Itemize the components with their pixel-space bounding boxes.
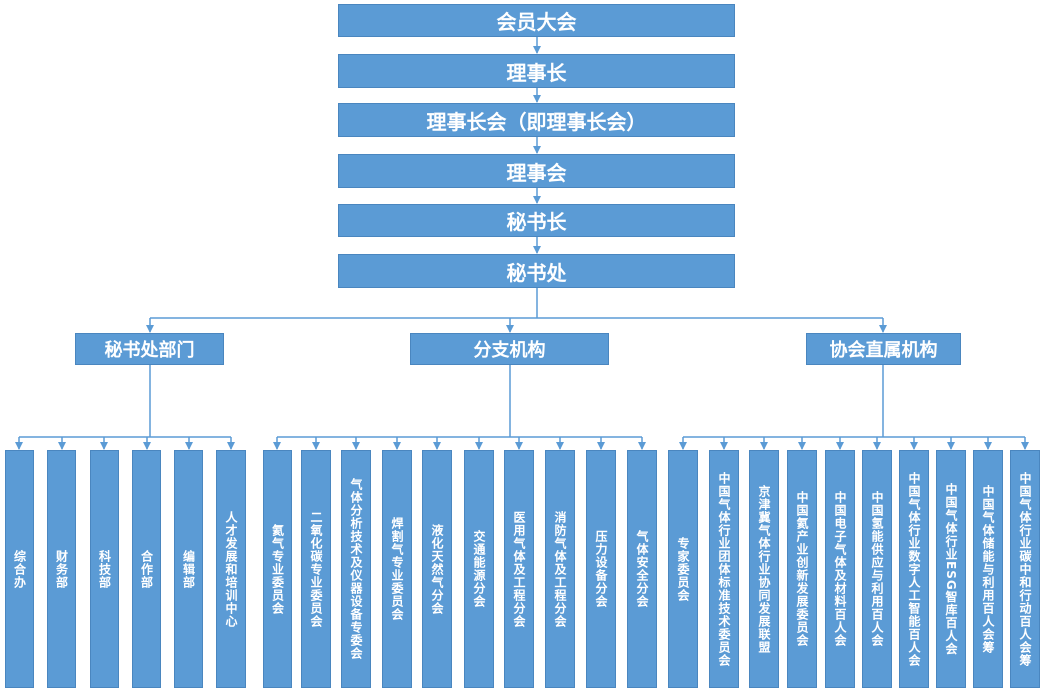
leaf-label: 专家委员会 — [676, 536, 690, 602]
leaf-editorial: 编辑部 — [174, 450, 203, 688]
node-label: 秘书处 — [506, 260, 567, 285]
leaf-branch-6: 交通能源分会 — [464, 450, 494, 688]
leaf-science-tech: 科技部 — [90, 450, 119, 688]
leaf-affiliate-3: 京津冀气体行业协同发展联盟 — [749, 450, 779, 688]
node-secretary-general: 秘书长 — [338, 204, 735, 237]
leaf-branch-4: 焊割气专业委员会 — [382, 450, 412, 688]
group-label: 协会直属机构 — [829, 340, 938, 361]
leaf-label: 中国气体行业ESG智库百人会 — [944, 482, 958, 656]
leaf-affiliate-7: 中国气体行业数字人工智能百人会 — [899, 450, 929, 688]
node-label: 理事会 — [506, 160, 567, 185]
leaf-label: 中国气体行业数字人工智能百人会 — [907, 471, 921, 667]
node-general-assembly: 会员大会 — [338, 4, 735, 37]
node-label: 会员大会 — [496, 10, 577, 34]
node-council: 理事会 — [338, 154, 735, 188]
leaf-label: 中国气体储能与利用百人会筹 — [981, 484, 995, 654]
leaf-label: 综合办 — [12, 549, 27, 589]
leaf-label: 人才发展和培训中心 — [224, 510, 238, 628]
leaf-affiliate-10: 中国气体行业碳中和行动百人会筹 — [1010, 450, 1040, 688]
leaf-label: 二氧化碳专业委员会 — [309, 510, 323, 628]
leaf-label: 交通能源分会 — [472, 530, 486, 608]
node-label: 理事长 — [506, 60, 567, 85]
leaf-label: 液化天然气分会 — [430, 523, 444, 615]
leaf-affiliate-9: 中国气体储能与利用百人会筹 — [973, 450, 1003, 688]
leaf-branch-9: 压力设备分会 — [586, 450, 616, 688]
leaf-branch-7: 医用气体及工程分会 — [504, 450, 534, 688]
leaf-label: 医用气体及工程分会 — [512, 510, 526, 628]
leaf-label: 气体分析技术及仪器设备专委会 — [349, 478, 363, 660]
leaf-label: 中国气体行业碳中和行动百人会筹 — [1018, 471, 1032, 667]
node-chairman: 理事长 — [338, 54, 735, 88]
node-chairman-council: 理事长会（即理事长会） — [338, 103, 735, 137]
leaf-branch-3: 气体分析技术及仪器设备专委会 — [341, 450, 371, 688]
node-secretariat: 秘书处 — [338, 254, 735, 288]
leaf-branch-5: 液化天然气分会 — [422, 450, 452, 688]
leaf-affiliate-8: 中国气体行业ESG智库百人会 — [936, 450, 966, 688]
leaf-label: 合作部 — [139, 549, 154, 589]
leaf-branch-2: 二氧化碳专业委员会 — [301, 450, 331, 688]
group-branches: 分支机构 — [410, 333, 609, 365]
leaf-label: 焊割气专业委员会 — [390, 517, 404, 621]
group-label: 秘书处部门 — [104, 340, 195, 361]
leaf-label: 中国气体行业团体标准技术委员会 — [717, 471, 731, 667]
group-secretariat-departments: 秘书处部门 — [75, 333, 224, 365]
leaf-label: 中国氦产业创新发展委员会 — [795, 491, 809, 647]
leaf-label: 压力设备分会 — [594, 530, 608, 608]
leaf-affiliate-6: 中国氢能供应与利用百人会 — [862, 450, 892, 688]
leaf-branch-8: 消防气体及工程分会 — [545, 450, 575, 688]
leaf-label: 消防气体及工程分会 — [553, 510, 567, 628]
leaf-talent-training: 人才发展和培训中心 — [216, 450, 246, 688]
leaf-label: 财务部 — [54, 549, 69, 589]
group-affiliated-bodies: 协会直属机构 — [806, 333, 961, 365]
leaf-general-office: 综合办 — [5, 450, 34, 688]
leaf-affiliate-2: 中国气体行业团体标准技术委员会 — [709, 450, 739, 688]
leaf-label: 中国电子气体及材料百人会 — [833, 491, 847, 647]
leaf-cooperation: 合作部 — [132, 450, 161, 688]
node-label: 秘书长 — [506, 210, 567, 234]
leaf-affiliate-1: 专家委员会 — [668, 450, 698, 688]
leaf-label: 科技部 — [97, 549, 112, 589]
leaf-label: 气体安全分会 — [635, 530, 649, 608]
group-label: 分支机构 — [473, 340, 546, 361]
leaf-label: 中国氢能供应与利用百人会 — [870, 491, 884, 647]
leaf-label: 编辑部 — [181, 549, 196, 589]
node-label: 理事长会（即理事长会） — [426, 109, 647, 134]
leaf-finance: 财务部 — [47, 450, 76, 688]
leaf-branch-10: 气体安全分会 — [627, 450, 657, 688]
leaf-label: 京津冀气体行业协同发展联盟 — [757, 484, 771, 654]
leaf-affiliate-5: 中国电子气体及材料百人会 — [825, 450, 855, 688]
leaf-label: 氦气专业委员会 — [270, 523, 285, 615]
leaf-affiliate-4: 中国氦产业创新发展委员会 — [787, 450, 817, 688]
leaf-branch-1: 氦气专业委员会 — [263, 450, 292, 688]
